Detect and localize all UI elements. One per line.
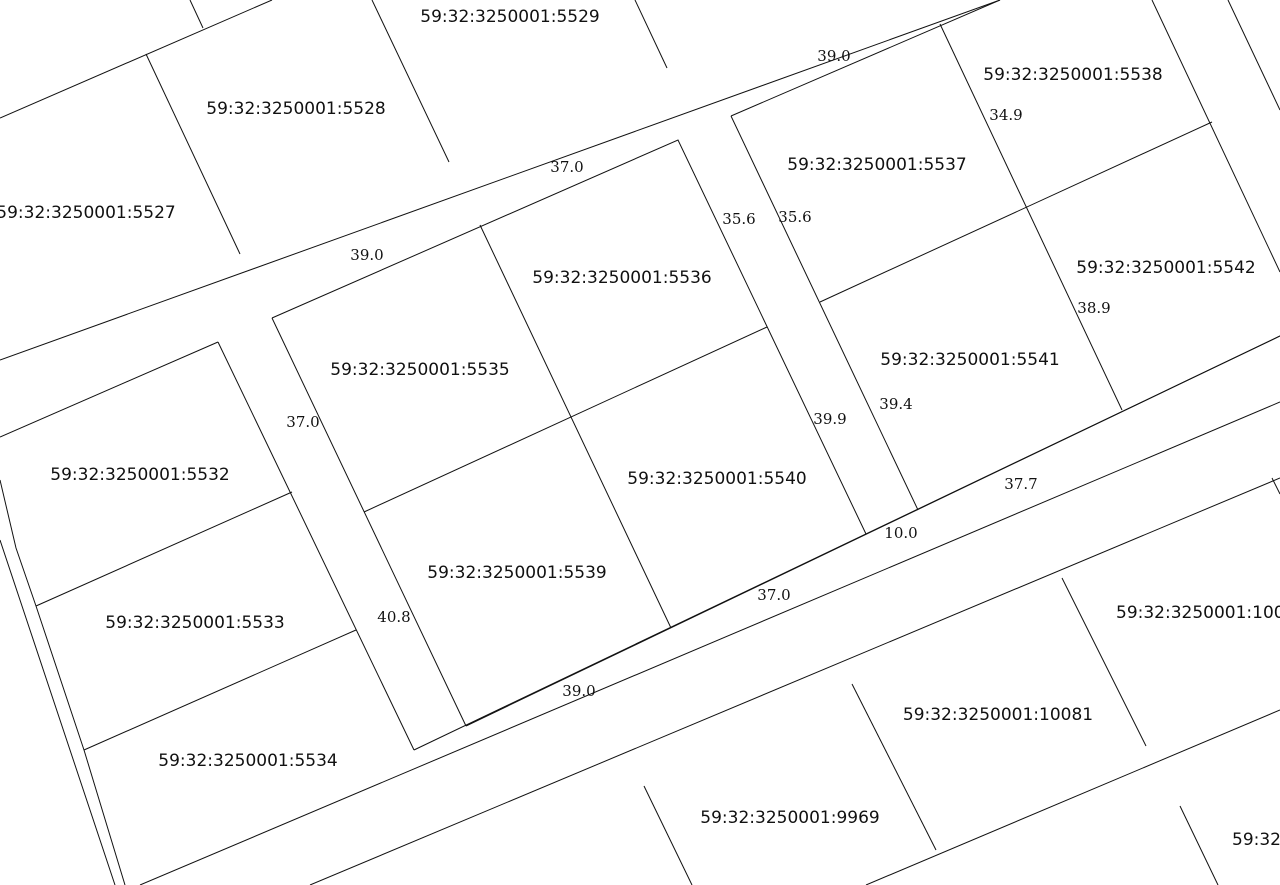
parcel-label-5541[interactable]: 59:32:3250001:5541	[880, 350, 1059, 370]
dimension-label: 34.9	[989, 106, 1022, 124]
dimension-label: 35.6	[778, 208, 811, 226]
parcel-label-5542[interactable]: 59:32:3250001:5542	[1076, 258, 1255, 278]
parcel-label-5527[interactable]: 59:32:3250001:5527	[0, 203, 176, 223]
parcel-label-5536[interactable]: 59:32:3250001:5536	[532, 268, 711, 288]
parcel-label-5533[interactable]: 59:32:3250001:5533	[105, 613, 284, 633]
parcel-label-5537[interactable]: 59:32:3250001:5537	[787, 155, 966, 175]
dimension-label: 40.8	[377, 608, 410, 626]
dimension-label: 39.0	[350, 246, 383, 264]
parcel-label-100[interactable]: 59:32:3250001:100	[1116, 603, 1280, 623]
dimension-label: 39.0	[562, 682, 595, 700]
parcel-label-5540[interactable]: 59:32:3250001:5540	[627, 469, 806, 489]
dimension-label: 39.0	[817, 47, 850, 65]
dimension-label: 39.4	[879, 395, 912, 413]
dimension-label: 38.9	[1077, 299, 1110, 317]
parcel-label-5528[interactable]: 59:32:3250001:5528	[206, 99, 385, 119]
dimension-label: 39.9	[813, 410, 846, 428]
parcel-label-10081[interactable]: 59:32:3250001:10081	[903, 705, 1093, 725]
dimension-label: 37.0	[757, 586, 790, 604]
parcel-label-5535[interactable]: 59:32:3250001:5535	[330, 360, 509, 380]
parcel-label-5529[interactable]: 59:32:3250001:5529	[420, 7, 599, 27]
dimension-label: 37.0	[550, 158, 583, 176]
parcel-labels: 59:32:3250001:5529 59:32:3250001:5528 59…	[0, 7, 1280, 850]
parcel-label-9969[interactable]: 59:32:3250001:9969	[700, 808, 879, 828]
parcel-label-5538[interactable]: 59:32:3250001:5538	[983, 65, 1162, 85]
dimension-label: 35.6	[722, 210, 755, 228]
parcel-label-5532[interactable]: 59:32:3250001:5532	[50, 465, 229, 485]
dimension-label: 10.0	[884, 524, 917, 542]
parcel-label-edge[interactable]: 59:32	[1232, 830, 1280, 850]
parcel-label-5539[interactable]: 59:32:3250001:5539	[427, 563, 606, 583]
parcel-label-5534[interactable]: 59:32:3250001:5534	[158, 751, 337, 771]
dimension-label: 37.0	[286, 413, 319, 431]
dimension-labels: 39.0 34.9 37.0 35.6 35.6 39.0 38.9 37.0 …	[286, 47, 1110, 700]
dimension-label: 37.7	[1004, 475, 1037, 493]
